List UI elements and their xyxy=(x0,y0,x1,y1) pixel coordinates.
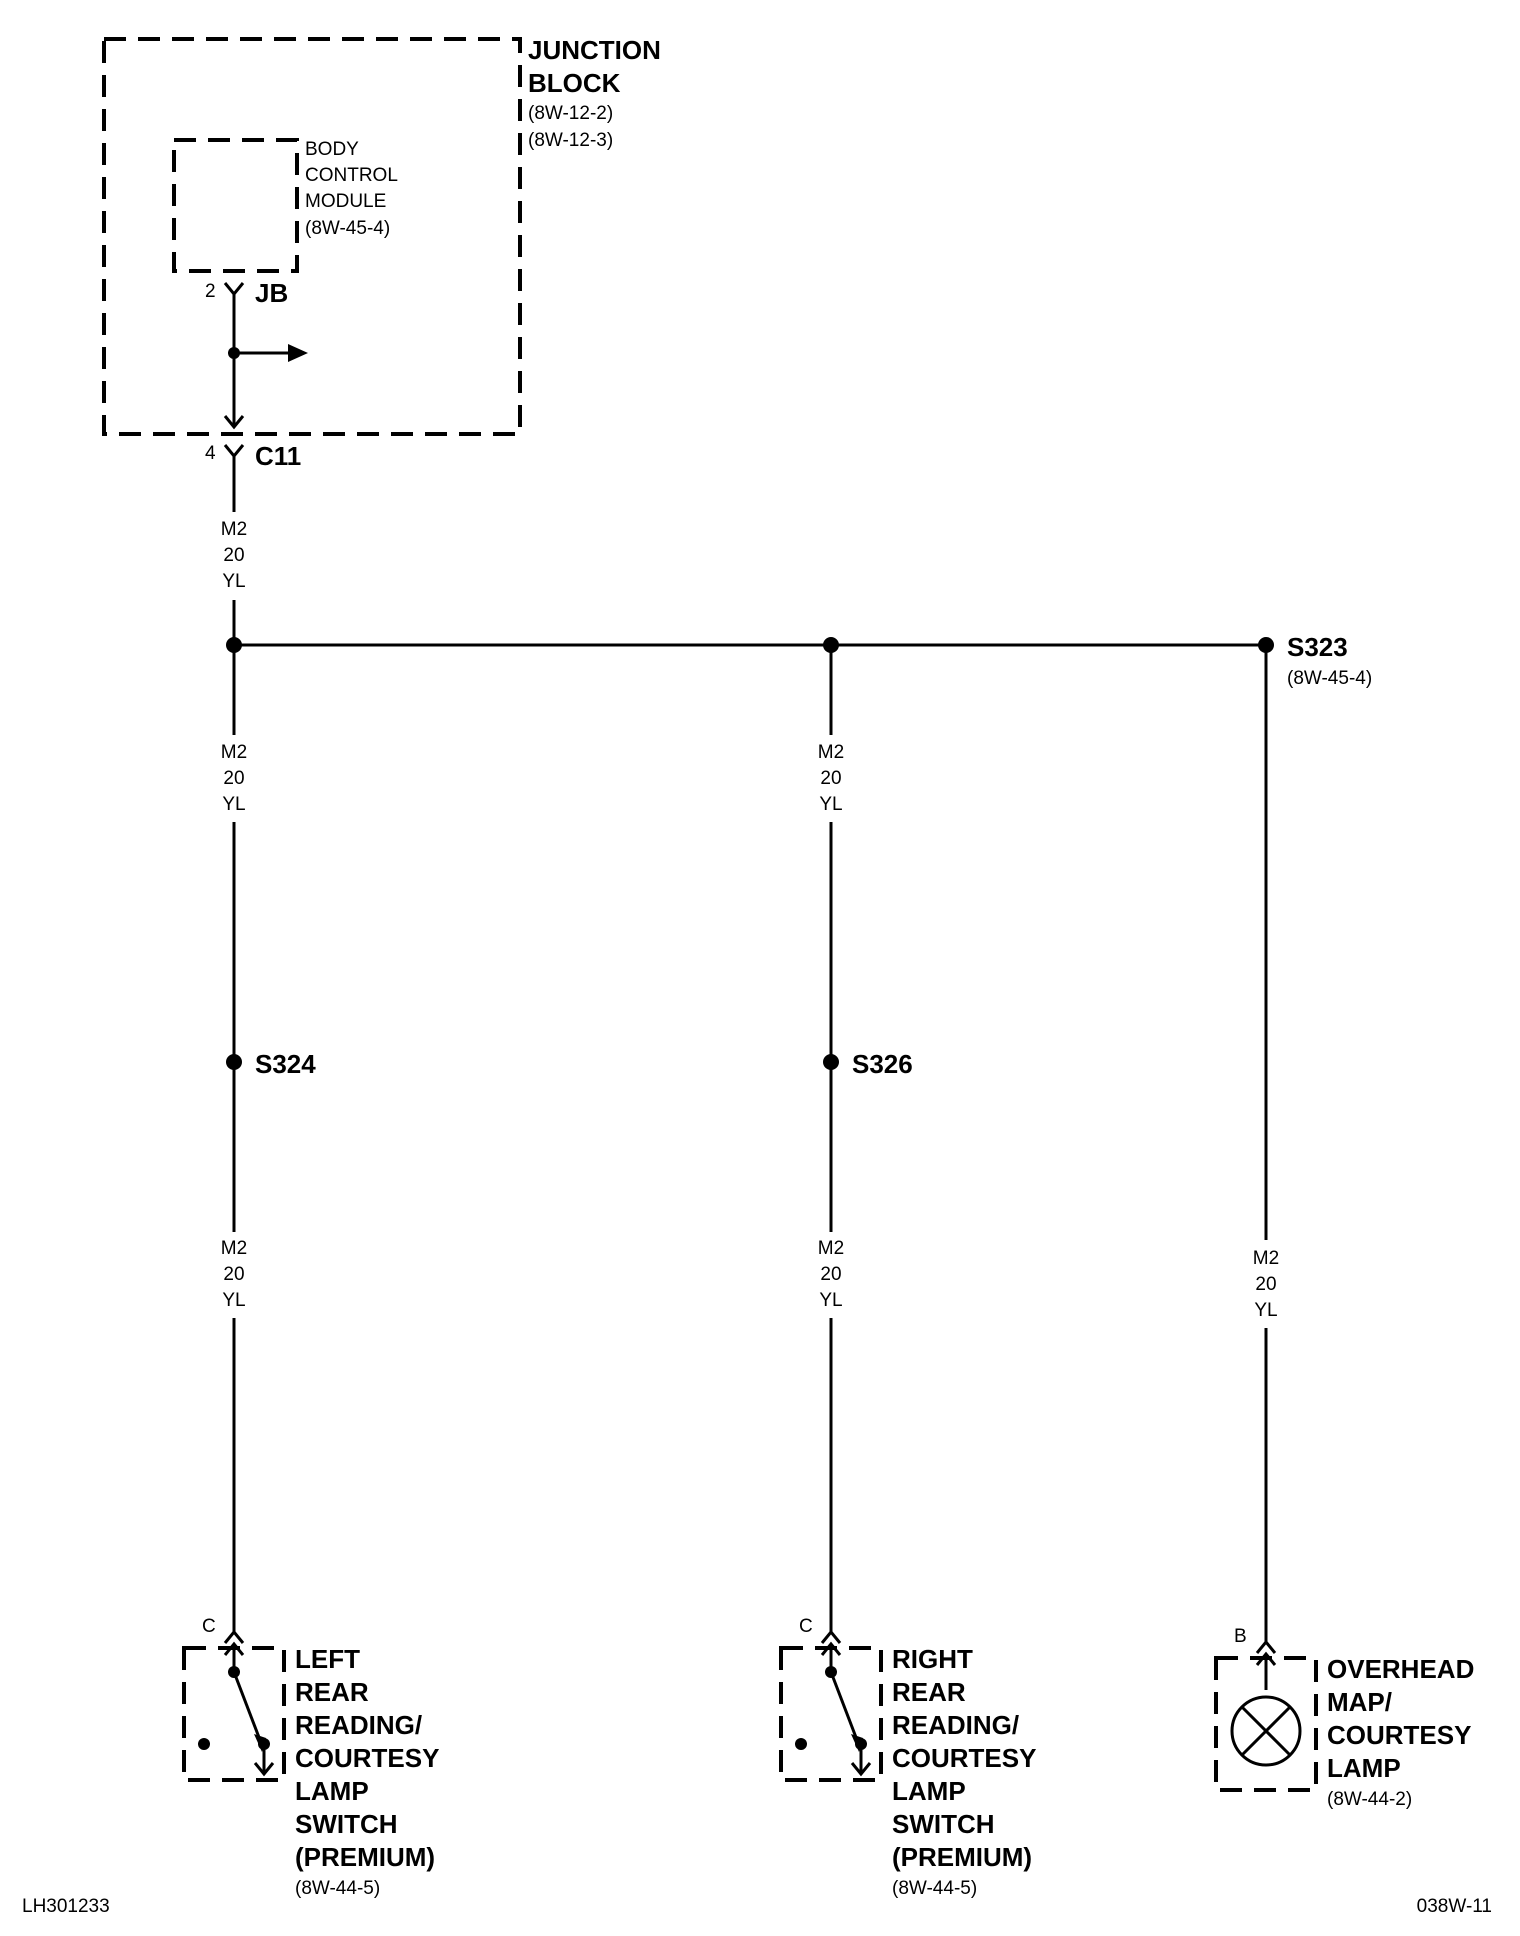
wire-label-color: YL xyxy=(222,571,245,592)
wire-left-upper-gauge: 20 xyxy=(223,768,244,789)
c11-connector-label: C11 xyxy=(255,441,301,471)
left-switch-pin: C xyxy=(202,1616,216,1637)
overhead-lamp-filament-b xyxy=(1240,1705,1292,1757)
junction-block-title-2: BLOCK xyxy=(528,68,621,98)
junction-block-title-1: JUNCTION xyxy=(528,35,661,65)
overhead-lamp-label-1: OVERHEAD xyxy=(1327,1654,1474,1684)
left-switch-blade xyxy=(232,1671,262,1741)
overhead-lamp-ref: (8W-44-2) xyxy=(1327,1789,1412,1810)
overhead-lamp-label-4: LAMP xyxy=(1327,1753,1401,1783)
left-switch-label-2: REAR xyxy=(295,1677,369,1707)
bcm-label-1: BODY xyxy=(305,139,359,160)
jb-connector-label: JB xyxy=(255,278,288,308)
footer-left-code: LH301233 xyxy=(22,1896,110,1917)
junction-block-ref-1: (8W-12-2) xyxy=(528,103,613,124)
jb-exit-arrow xyxy=(223,415,245,430)
left-switch-label-4: COURTESY xyxy=(295,1743,439,1773)
right-switch-label-4: COURTESY xyxy=(892,1743,1036,1773)
left-switch-ground-arrow xyxy=(253,1762,275,1777)
splice-s324-label: S324 xyxy=(255,1049,316,1079)
left-switch-label-7: (PREMIUM) xyxy=(295,1842,435,1872)
c11-connector-symbol xyxy=(223,444,245,459)
right-switch-ground-arrow xyxy=(850,1762,872,1777)
right-switch-ref: (8W-44-5) xyxy=(892,1878,977,1899)
bcm-ref: (8W-45-4) xyxy=(305,218,390,239)
wire-middle-upper-circuit: M2 xyxy=(818,742,844,763)
overhead-lamp-pin: B xyxy=(1234,1626,1247,1647)
c11-pin: 4 xyxy=(205,443,216,464)
bcm-label-3: MODULE xyxy=(305,191,386,212)
wire-right-circuit: M2 xyxy=(1253,1248,1279,1269)
wire-middle-lower-gauge: 20 xyxy=(820,1264,841,1285)
jb-pin: 2 xyxy=(205,281,216,302)
right-switch-label-6: SWITCH xyxy=(892,1809,995,1839)
wire-middle-upper-color: YL xyxy=(819,794,842,815)
overhead-lamp-label-2: MAP/ xyxy=(1327,1687,1392,1717)
right-switch-label-1: RIGHT xyxy=(892,1644,973,1674)
junction-block-ref-2: (8W-12-3) xyxy=(528,130,613,151)
bcm-label-2: CONTROL xyxy=(305,165,398,186)
splice-s323-ref: (8W-45-4) xyxy=(1287,668,1372,689)
wire-right-gauge: 20 xyxy=(1255,1274,1276,1295)
bcm-outline xyxy=(172,138,299,273)
overhead-lamp-bulb-icon xyxy=(1230,1695,1302,1767)
wire-left-lower-gauge: 20 xyxy=(223,1264,244,1285)
left-switch-label-6: SWITCH xyxy=(295,1809,398,1839)
left-switch-ref: (8W-44-5) xyxy=(295,1878,380,1899)
left-switch-contact-b xyxy=(198,1738,210,1750)
wire-label-circuit: M2 xyxy=(221,519,247,540)
jb-connector-symbol xyxy=(223,282,245,297)
wire-left-lower-circuit: M2 xyxy=(221,1238,247,1259)
right-switch-pin: C xyxy=(799,1616,813,1637)
right-switch-label-5: LAMP xyxy=(892,1776,966,1806)
left-switch-label-3: READING/ xyxy=(295,1710,422,1740)
wire-left-upper-circuit: M2 xyxy=(221,742,247,763)
right-switch-label-7: (PREMIUM) xyxy=(892,1842,1032,1872)
wire-label-gauge: 20 xyxy=(223,545,244,566)
right-switch-label-2: REAR xyxy=(892,1677,966,1707)
overhead-lamp-label-3: COURTESY xyxy=(1327,1720,1471,1750)
jb-branch-arrow xyxy=(288,344,308,362)
footer-right-code: 038W-11 xyxy=(1417,1896,1492,1917)
junction-block-outline xyxy=(102,37,522,436)
left-switch-label-1: LEFT xyxy=(295,1644,360,1674)
wire-right-color: YL xyxy=(1254,1300,1277,1321)
right-switch-label-3: READING/ xyxy=(892,1710,1019,1740)
wire-middle-lower-color: YL xyxy=(819,1290,842,1311)
wire-left-upper-color: YL xyxy=(222,794,245,815)
splice-s326-label: S326 xyxy=(852,1049,913,1079)
wire-middle-lower-circuit: M2 xyxy=(818,1238,844,1259)
wire-middle-upper-gauge: 20 xyxy=(820,768,841,789)
right-switch-blade xyxy=(829,1671,859,1741)
wire-left-lower-color: YL xyxy=(222,1290,245,1311)
splice-s323-label: S323 xyxy=(1287,632,1348,662)
left-switch-label-5: LAMP xyxy=(295,1776,369,1806)
right-switch-contact-b xyxy=(795,1738,807,1750)
